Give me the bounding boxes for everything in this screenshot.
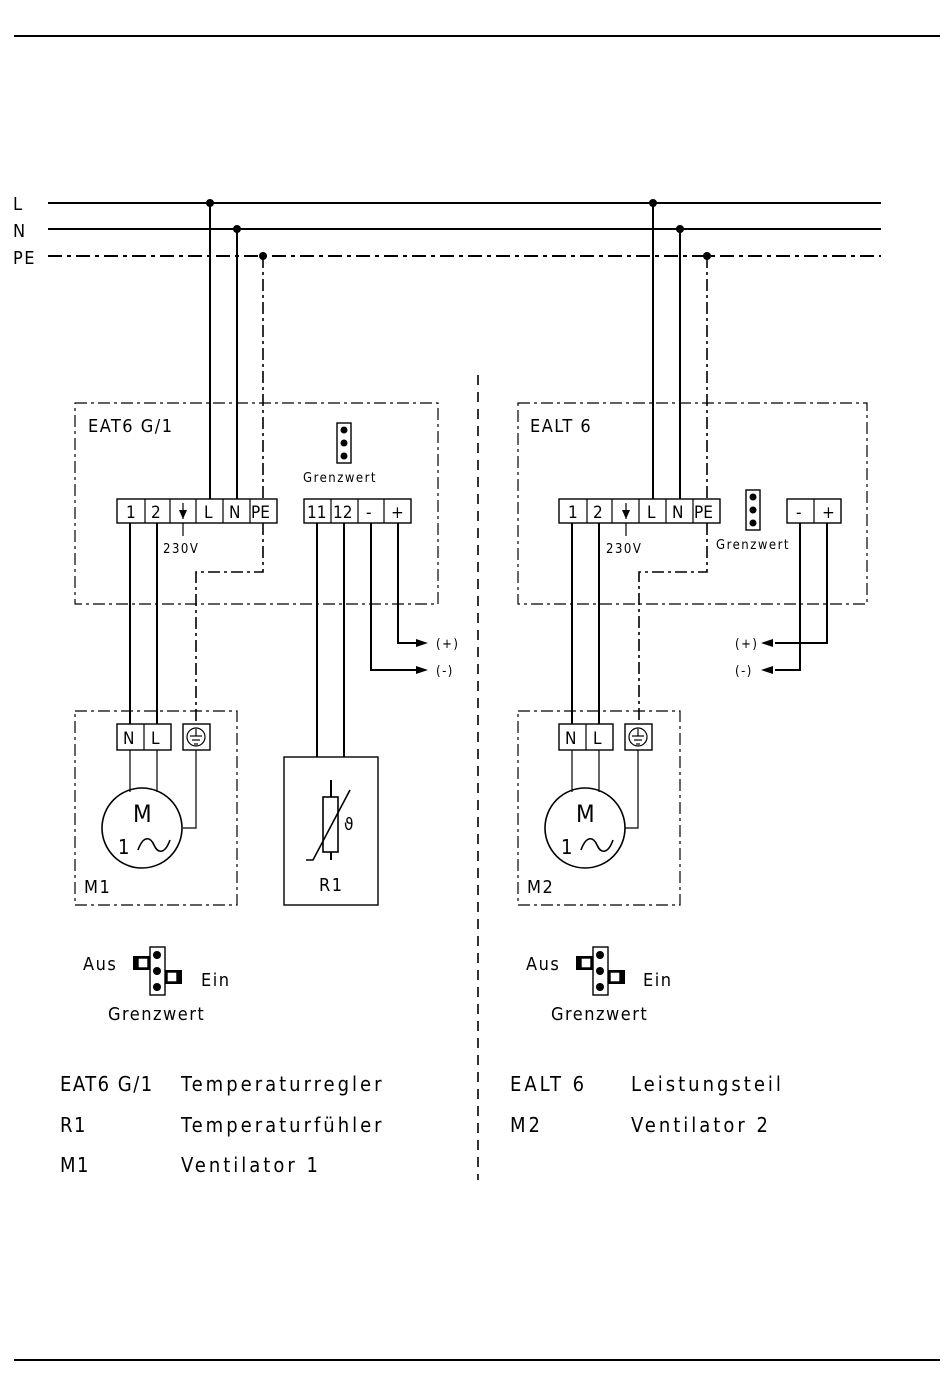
motor-phase: 1 [561, 835, 574, 859]
junction-dot [649, 199, 657, 207]
out-plus-label: (+) [436, 637, 459, 652]
terminal-minus: - [366, 503, 373, 523]
jumper-label: Grenzwert [716, 538, 790, 553]
out-minus-label: (-) [735, 664, 753, 679]
arrow-left-icon [761, 639, 773, 647]
jumper-pin [750, 507, 757, 514]
motor-name: M2 [527, 877, 554, 898]
motor-letter: M [133, 800, 153, 828]
ac-wave-icon [138, 839, 170, 851]
terminal-12: 12 [333, 503, 352, 523]
bus-label-l: L [13, 194, 24, 215]
limit-switch-jumper: Aus Ein Grenzwert [83, 947, 231, 1025]
motor-ground-lead [625, 750, 638, 828]
jumper-pin [750, 520, 757, 527]
jumper-pin [341, 440, 348, 447]
left-section: EAT6 G/1 Grenzwert 1 2 L N PE 230V [60, 199, 459, 1177]
voltage-label: 230V [606, 542, 642, 557]
ac-wave-icon [581, 839, 613, 851]
terminal-plus: + [822, 503, 836, 523]
legend-left: EAT6 G/1 Temperaturregler R1 Temperaturf… [60, 1072, 385, 1177]
jumper-label: Grenzwert [303, 471, 377, 486]
motor-terminal-l: L [593, 729, 603, 749]
terminal-block-main: 1 2 L N PE [559, 499, 720, 523]
terminal-1: 1 [568, 503, 579, 523]
terminal-l: L [204, 503, 214, 523]
junction-dot [259, 252, 267, 260]
bus-label-n: N [13, 221, 27, 242]
terminal-2: 2 [151, 503, 162, 523]
limit-switch-jumper: Aus Ein Grenzwert [526, 947, 673, 1025]
legend-desc: Temperaturregler [180, 1072, 385, 1096]
motor-terminal-n: N [123, 729, 136, 749]
motor-terminal-l: L [151, 729, 161, 749]
arrow-right-icon [416, 666, 428, 674]
out-plus-label: (+) [735, 637, 758, 652]
arrow-right-icon [416, 639, 428, 647]
legend-desc: Temperaturfühler [180, 1113, 385, 1137]
wire-plus-out [398, 523, 418, 643]
motor-letter: M [576, 800, 596, 828]
motor-ground-lead [183, 750, 196, 828]
terminal-2: 2 [593, 503, 604, 523]
power-unit-title: EALT 6 [530, 416, 592, 437]
legend-code: M2 [510, 1113, 543, 1137]
arrow-left-icon [761, 666, 773, 674]
terminal-plus: + [391, 503, 405, 523]
switch-caption: Grenzwert [551, 1004, 648, 1025]
terminal-11: 11 [307, 503, 326, 523]
switch-caption: Grenzwert [108, 1004, 205, 1025]
terminal-block-main: 1 2 L N PE [117, 499, 277, 523]
terminal-n: N [229, 503, 242, 523]
motor-name: M1 [84, 877, 111, 898]
wire-minus-out [371, 523, 418, 670]
switch-on-label: Ein [201, 970, 231, 991]
bus-label-pe: PE [13, 248, 36, 269]
sensor-theta: ϑ [344, 815, 355, 835]
jumper-pin [341, 453, 348, 460]
wire-pe-motor [639, 523, 707, 724]
voltage-label: 230V [163, 542, 199, 557]
terminal-block-sensor: 11 12 - + [304, 499, 411, 523]
supply-bus: L N PE [13, 194, 881, 269]
controller-title: EAT6 G/1 [88, 416, 174, 437]
terminal-1: 1 [126, 503, 137, 523]
legend-code: M1 [60, 1153, 90, 1177]
junction-dot [206, 199, 214, 207]
switch-on-label: Ein [643, 970, 673, 991]
jumper-pin [341, 427, 348, 434]
motor-terminal-n: N [565, 729, 578, 749]
terminal-block-aux: - + [787, 499, 841, 523]
motor-phase: 1 [118, 835, 131, 859]
legend-desc: Leistungsteil [631, 1072, 784, 1096]
right-section: EALT 6 1 2 L N PE 230V Grenzwert [510, 199, 867, 1137]
terminal-minus: - [796, 503, 803, 523]
legend-desc: Ventilator 1 [181, 1153, 321, 1177]
terminal-pe: PE [251, 503, 270, 523]
jumper-pin [750, 494, 757, 501]
out-minus-label: (-) [436, 664, 454, 679]
terminal-pe: PE [694, 503, 713, 523]
legend-code: R1 [60, 1113, 87, 1137]
switch-off-label: Aus [526, 954, 560, 975]
junction-dot [676, 225, 684, 233]
legend-right: EALT 6 Leistungsteil M2 Ventilator 2 [510, 1072, 784, 1137]
sensor-name: R1 [319, 875, 344, 896]
legend-code: EALT 6 [510, 1072, 587, 1096]
legend-code: EAT6 G/1 [60, 1072, 154, 1096]
wire-pe-motor [196, 523, 263, 724]
terminal-n: N [672, 503, 685, 523]
junction-dot [703, 252, 711, 260]
terminal-l: L [647, 503, 657, 523]
switch-off-label: Aus [83, 954, 117, 975]
legend-desc: Ventilator 2 [631, 1113, 771, 1137]
junction-dot [233, 225, 241, 233]
